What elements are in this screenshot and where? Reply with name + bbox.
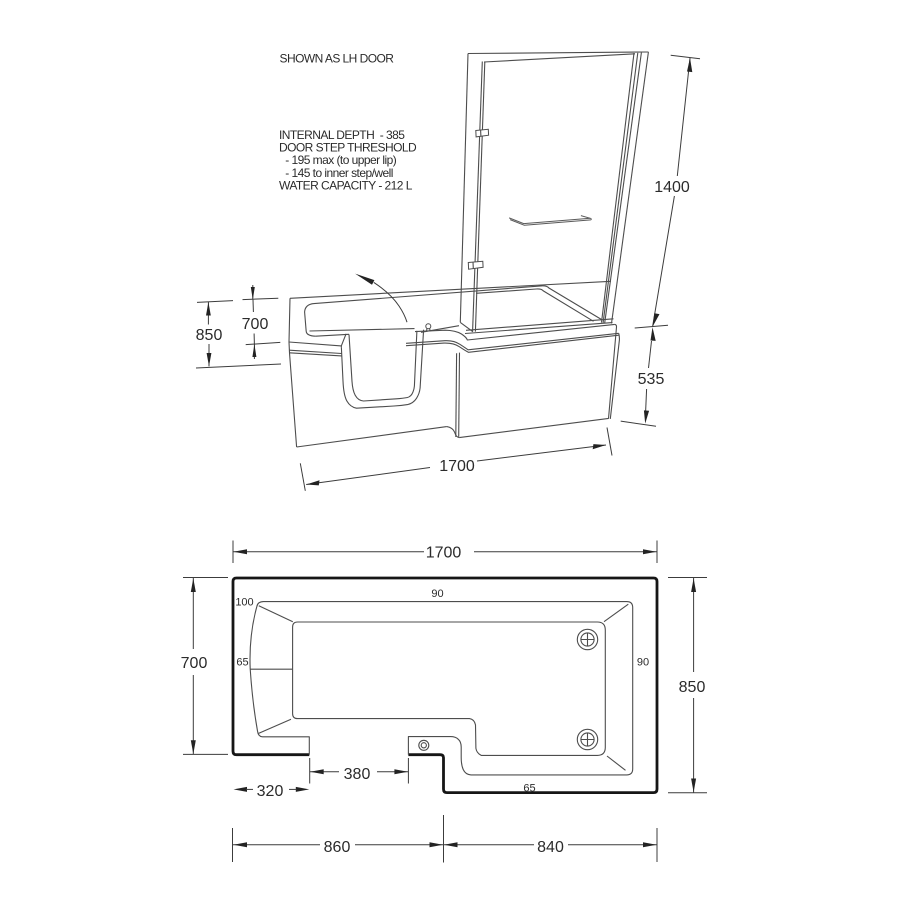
svg-text:700: 700	[181, 655, 208, 672]
svg-text:65: 65	[236, 657, 248, 669]
svg-text:- 145 to inner step/well: - 145 to inner step/well	[285, 166, 393, 180]
svg-text:100: 100	[235, 597, 253, 609]
svg-text:1400: 1400	[654, 179, 690, 196]
svg-text:860: 860	[324, 839, 351, 856]
svg-text:- 195 max (to upper lip): - 195 max (to upper lip)	[285, 153, 396, 167]
svg-text:850: 850	[196, 327, 223, 344]
svg-text:INTERNAL DEPTH - 385: INTERNAL DEPTH - 385	[279, 128, 405, 142]
svg-text:1700: 1700	[426, 545, 462, 562]
svg-text:90: 90	[431, 588, 443, 600]
svg-text:380: 380	[344, 766, 371, 783]
svg-text:850: 850	[679, 679, 706, 696]
svg-text:535: 535	[638, 371, 665, 388]
svg-text:SHOWN AS LH DOOR: SHOWN AS LH DOOR	[280, 51, 395, 65]
svg-text:90: 90	[637, 657, 649, 669]
svg-text:65: 65	[523, 783, 535, 795]
svg-text:840: 840	[537, 839, 564, 856]
svg-text:700: 700	[242, 316, 269, 333]
svg-text:320: 320	[257, 783, 284, 800]
svg-text:DOOR STEP THRESHOLD: DOOR STEP THRESHOLD	[279, 140, 417, 154]
svg-text:WATER CAPACITY - 212 L: WATER CAPACITY - 212 L	[279, 178, 413, 192]
svg-text:1700: 1700	[439, 458, 475, 475]
